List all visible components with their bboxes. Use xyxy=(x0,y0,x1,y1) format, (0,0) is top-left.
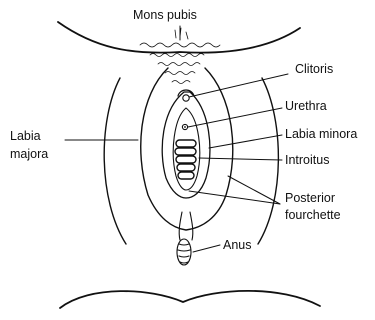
label-mons-pubis: Mons pubis xyxy=(133,8,197,23)
label-clitoris: Clitoris xyxy=(295,62,333,77)
clitoris-shape xyxy=(183,95,189,101)
right-thigh-line xyxy=(258,78,278,244)
leader-lines xyxy=(65,26,288,252)
label-urethra: Urethra xyxy=(285,99,327,114)
buttocks-outline xyxy=(60,291,320,308)
leader-labia-minora xyxy=(209,135,282,148)
left-thigh-line xyxy=(104,78,126,244)
leader-introitus xyxy=(199,158,282,160)
label-introitus: Introitus xyxy=(285,153,329,168)
label-posterior-fourchette-line2: fourchette xyxy=(285,208,341,223)
label-labia-majora-line1: Labia xyxy=(10,129,41,144)
upper-body-outline xyxy=(58,22,300,53)
perineum-line xyxy=(179,212,193,240)
leader-urethra xyxy=(188,108,282,127)
leader-anus xyxy=(193,245,220,252)
leader-posterior-fourchette xyxy=(189,191,280,204)
label-anus: Anus xyxy=(223,238,252,253)
leader-clitoris xyxy=(189,74,288,97)
anus-shape xyxy=(177,239,191,265)
label-posterior-fourchette-line1: Posterior xyxy=(285,191,335,206)
introitus-shape xyxy=(175,140,196,179)
label-labia-majora-line2: majora xyxy=(10,147,48,162)
label-labia-minora: Labia minora xyxy=(285,127,357,142)
